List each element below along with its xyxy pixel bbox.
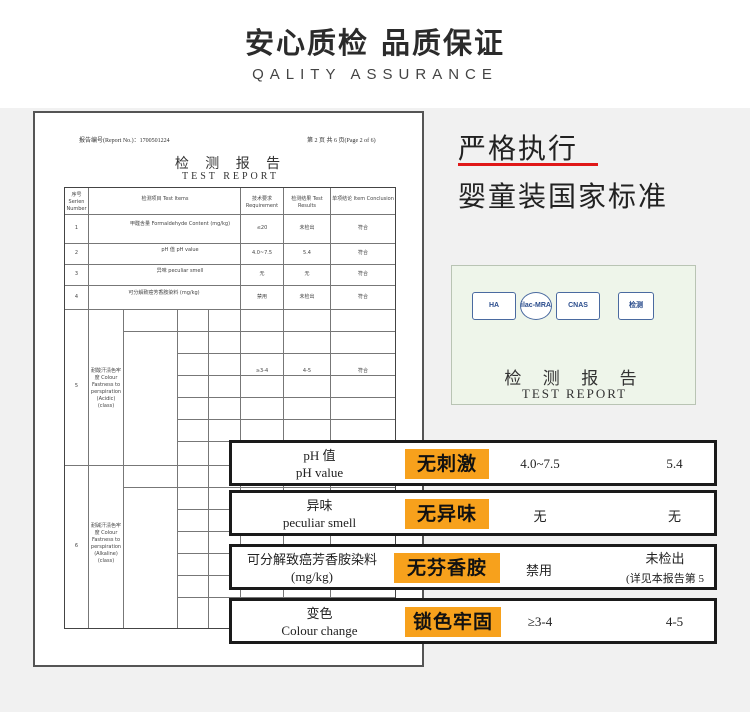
panel-result: 4-5 [665, 614, 684, 629]
row-requirement: ≤20 [256, 225, 268, 231]
col-header-number: 序号 Serien Number [66, 192, 87, 212]
panel-label: 异味 peculiar smell [232, 497, 407, 531]
slogan-underline [458, 163, 598, 166]
row-item: 耐碱汗渍色牢度 Colour Fastness to perspiration … [90, 523, 122, 564]
panel-label-en: peculiar smell [282, 515, 357, 530]
row-number: 2 [74, 250, 79, 256]
row-item: 耐酸汗渍色牢度 Colour Fastness to perspiration … [90, 368, 122, 409]
cma-logo-icon: 检测 [618, 292, 654, 320]
panel-label: pH 值 pH value [232, 447, 407, 481]
row-result: 未检出 [299, 294, 315, 300]
row-number: 1 [74, 225, 79, 231]
row-item: 异味 peculiar smell [156, 268, 204, 274]
row-conclusion: 符合 [357, 294, 368, 300]
row-number: 4 [74, 294, 79, 300]
panel-label: 可分解致癌芳香胺染料 (mg/kg) [232, 551, 392, 585]
report-number: 报告编号(Report No.)：1700501224 [79, 138, 170, 144]
panel-label-cn: pH 值 [303, 448, 336, 463]
row-number: 5 [74, 383, 79, 389]
panel-label-cn: 变色 [306, 606, 333, 621]
panel-badge: 无刺激 [405, 449, 489, 479]
report-title-cn: 检 测 报 告 [174, 156, 287, 172]
panel-badge: 无芬香胺 [394, 553, 500, 583]
panel-result-group: 未检出 (详见本报告第 5 [612, 549, 718, 589]
row-conclusion: 符合 [357, 250, 368, 256]
report-page-number: 第 2 页 共 6 页(Page 2 of 6) [307, 138, 376, 144]
row-number: 6 [74, 543, 79, 549]
panel-result: 未检出 [645, 551, 685, 566]
row-requirement: 4.0~7.5 [251, 250, 273, 256]
result-panel-smell: 异味 peculiar smell 无异味 无 无 [229, 490, 717, 536]
row-result: 4-5 [302, 368, 312, 374]
panel-result: 无 [667, 509, 681, 524]
row-requirement: ≥3-4 [255, 368, 269, 374]
row-conclusion: 符合 [357, 271, 368, 277]
panel-badge: 锁色牢固 [405, 607, 501, 637]
col-header-items: 检测项目 Test Items [141, 196, 189, 202]
panel-requirement: ≥3-4 [527, 614, 553, 629]
row-requirement: 无 [259, 271, 265, 277]
certificate-card: HA ilac-MRA CNAS 检测 检 测 报 告 TEST REPORT [451, 265, 696, 405]
col-header-conclusion: 单项结论 Item Conclusion [332, 196, 394, 202]
row-number: 3 [74, 271, 79, 277]
ha-logo-icon: HA [472, 292, 516, 320]
slogan-line-2: 婴童装国家标准 [458, 180, 669, 213]
panel-badge: 无异味 [405, 499, 489, 529]
report-title-en: TEST REPORT [182, 171, 279, 182]
row-conclusion: 符合 [357, 225, 368, 231]
panel-requirement: 无 [533, 509, 547, 524]
ilac-mra-logo-icon: ilac-MRA [520, 292, 552, 320]
row-item: 甲醛含量 Formaldehyde Content (mg/kg) [129, 221, 231, 227]
result-panel-ph: pH 值 pH value 无刺激 4.0~7.5 5.4 [229, 440, 717, 486]
cnas-logo-icon: CNAS [556, 292, 600, 320]
certificate-title-cn: 检 测 报 告 [504, 369, 645, 389]
certificate-title-en: TEST REPORT [521, 386, 628, 401]
panel-label-cn: 异味 [306, 498, 333, 513]
panel-requirement: 禁用 [525, 563, 552, 578]
page-subtitle: QALITY ASSURANCE [252, 66, 498, 83]
row-result: 5.4 [303, 250, 311, 256]
page-title: 安心质检 品质保证 [244, 26, 506, 60]
row-result: 无 [304, 271, 310, 277]
row-item: 可分解致癌芳香胺染料 (mg/kg) [128, 290, 200, 296]
col-header-results: 检测结果 Test Results [291, 196, 323, 209]
result-panel-colour: 变色 Colour change 锁色牢固 ≥3-4 4-5 [229, 598, 717, 644]
col-header-requirement: 技术要求 Requirement [245, 196, 279, 209]
panel-requirement: 4.0~7.5 [520, 456, 560, 471]
row-requirement: 禁用 [256, 294, 267, 300]
panel-label-cn: 可分解致癌芳香胺染料 [246, 552, 377, 567]
panel-label-en: Colour change [281, 623, 358, 638]
row-item: pH 值 pH value [161, 247, 199, 253]
slogan-line-1: 严格执行 [458, 132, 579, 165]
panel-result: 5.4 [666, 456, 683, 471]
panel-label-en: (mg/kg) [291, 569, 333, 584]
panel-label-en: pH value [295, 465, 344, 480]
panel-label: 变色 Colour change [232, 605, 407, 639]
row-result: 未检出 [299, 225, 315, 231]
row-conclusion: 符合 [357, 368, 368, 374]
panel-result-note: (详见本报告第 5 [626, 573, 704, 585]
result-panel-amine: 可分解致癌芳香胺染料 (mg/kg) 无芬香胺 禁用 未检出 (详见本报告第 5 [229, 544, 717, 590]
